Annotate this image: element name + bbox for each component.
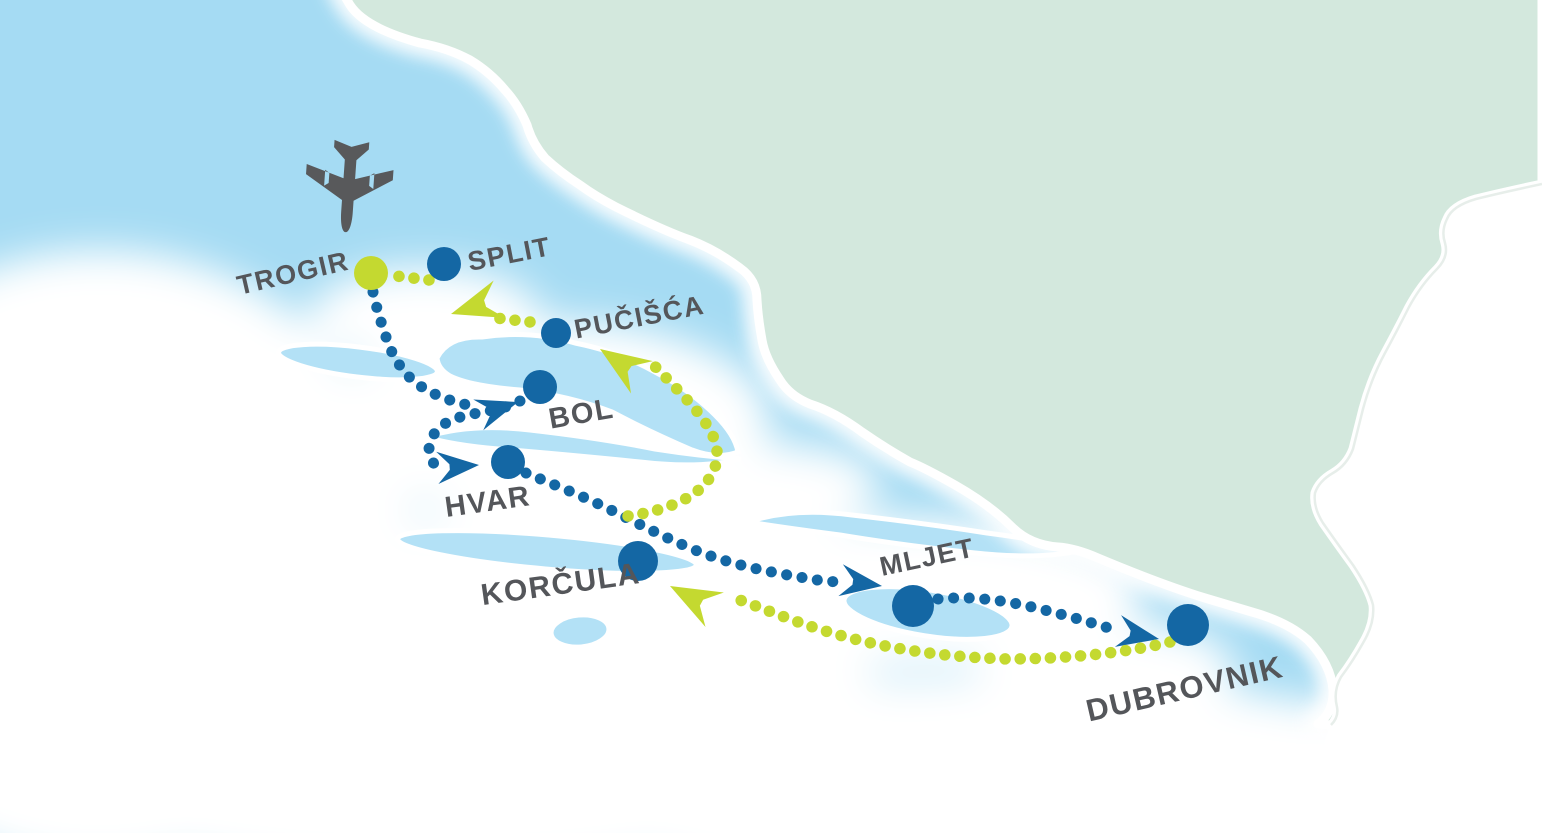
marker-trogir <box>354 256 388 290</box>
route-leg-hvar-mljet <box>520 467 844 588</box>
marker-bol <box>523 370 557 404</box>
route-leg-trogir-bol <box>367 286 482 412</box>
route-leg-mljet-dubrovnik <box>932 592 1122 636</box>
island-solta <box>276 341 440 383</box>
route-leg-dubrovnik-korcula <box>731 593 1176 665</box>
marker-dubrovnik <box>1167 604 1209 646</box>
port-markers <box>354 247 1209 646</box>
route-leg-korcula-pucisca <box>622 358 723 522</box>
marker-pucisca <box>541 318 571 348</box>
country-border-line <box>1313 182 1542 726</box>
marker-hvar <box>491 445 525 479</box>
islands <box>276 332 1084 650</box>
route-leg-bol-hvar <box>423 395 526 473</box>
route-outbound <box>367 286 1163 655</box>
route-leg-split-trogir <box>390 270 435 286</box>
island-lastovo <box>548 612 612 650</box>
route-leg-pucisca-split <box>490 312 536 328</box>
marker-mljet <box>892 585 934 627</box>
marker-split <box>427 247 461 281</box>
marker-korcula <box>618 541 658 581</box>
route-return <box>390 270 1176 665</box>
inland-border-region <box>1314 184 1542 833</box>
airplane-icon <box>306 139 394 233</box>
